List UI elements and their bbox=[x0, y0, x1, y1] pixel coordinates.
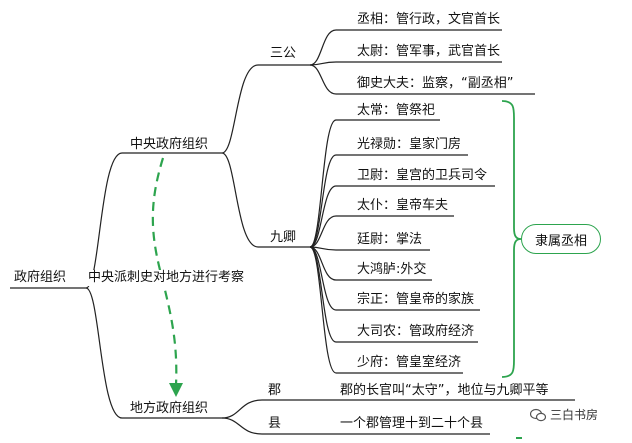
branch-central bbox=[85, 152, 222, 289]
wechat-icon bbox=[530, 408, 546, 421]
bracket-label: 隶属丞相 bbox=[521, 224, 601, 254]
bracket-label-text: 隶属丞相 bbox=[534, 233, 587, 249]
sangong-item: 御史大夫：监察，“副丞相” bbox=[357, 76, 514, 91]
root-node: 政府组织 bbox=[14, 270, 67, 285]
jiuqing-item: 光禄勋：皇家门房 bbox=[357, 137, 462, 152]
local-node: 地方政府组织 bbox=[130, 401, 209, 416]
branch-jiuqing bbox=[221, 152, 310, 248]
sangong-node: 三公 bbox=[270, 46, 297, 61]
central-node: 中央政府组织 bbox=[130, 137, 209, 152]
jiuqing-item: 宗正：管皇帝的家族 bbox=[357, 292, 475, 307]
jiuqing-item: 太仆：皇帝车夫 bbox=[357, 198, 449, 213]
branch-sangong bbox=[221, 64, 310, 154]
jiuqing-item: 卫尉：皇宫的卫兵司令 bbox=[357, 168, 488, 183]
relation-label: 中央派刺史对地方进行考察 bbox=[88, 270, 245, 286]
jiuqing-item: 廷尉：掌法 bbox=[357, 232, 423, 247]
watermark: 三白书房 bbox=[530, 406, 598, 423]
branch-local bbox=[85, 287, 222, 419]
local-item-desc: 一个郡管理十到二十个县 bbox=[340, 416, 484, 431]
local-item-name: 县 bbox=[268, 416, 282, 431]
sangong-item: 太尉：管军事，武官首长 bbox=[357, 44, 501, 59]
jiuqing-item: 少府：管皇室经济 bbox=[357, 355, 462, 370]
jiuqing-item: 太常：管祭祀 bbox=[357, 103, 436, 118]
jiuqing-item: 大鸿胪:外交 bbox=[357, 262, 427, 277]
local-item-name: 郡 bbox=[268, 383, 282, 398]
jiuqing-bracket bbox=[501, 100, 522, 378]
inspection-arrowhead bbox=[169, 383, 183, 397]
watermark-text: 三白书房 bbox=[550, 408, 599, 422]
jiuqing-item: 大司农：管政府经济 bbox=[357, 324, 475, 339]
sangong-item: 丞相：管行政，文官首长 bbox=[357, 12, 501, 27]
local-item-desc: 郡的长官叫“太守”，地位与九卿平等 bbox=[340, 383, 549, 398]
jiuqing-node: 九卿 bbox=[270, 230, 297, 245]
